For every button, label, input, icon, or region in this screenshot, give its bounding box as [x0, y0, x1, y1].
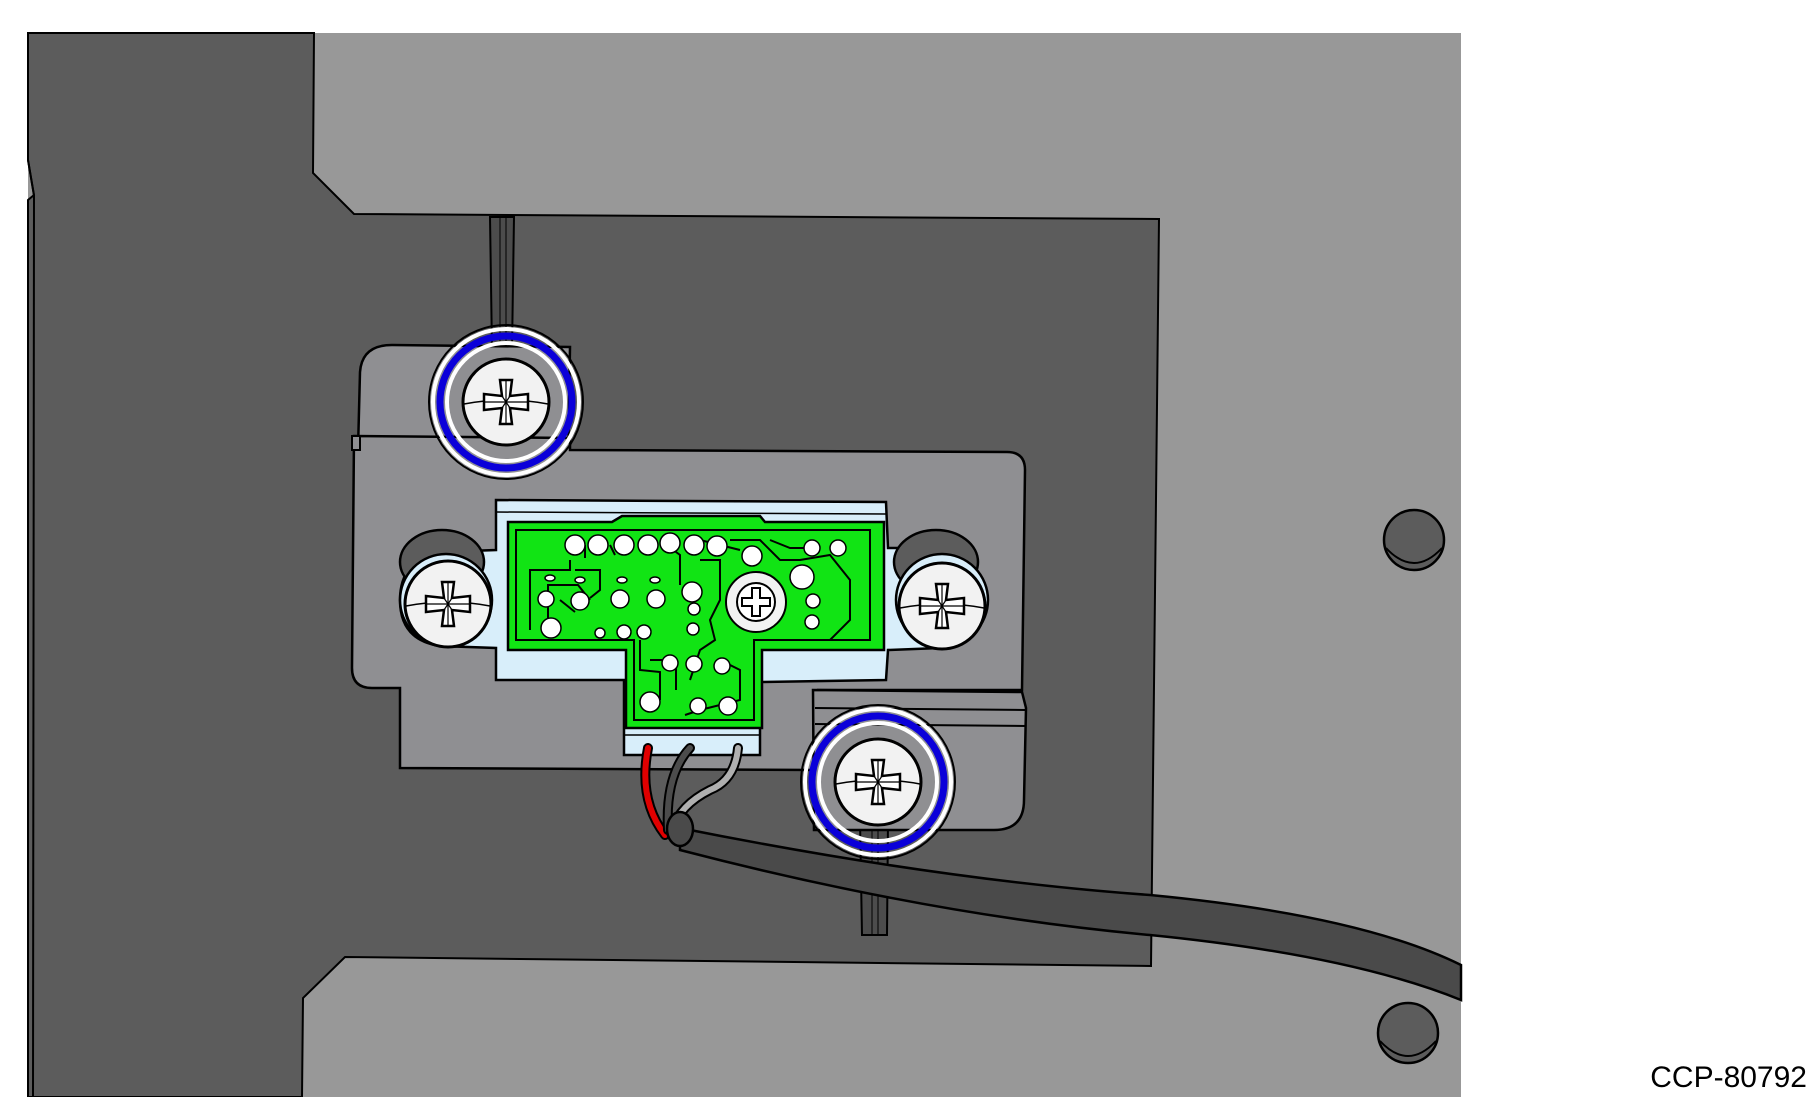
sensor-cable: [640, 743, 1463, 1002]
pcb-center-screw: [725, 571, 787, 633]
side-screw-left: [403, 559, 493, 649]
bottom-bracket-screw: [800, 704, 956, 860]
top-bracket-screw: [428, 324, 584, 480]
mount-hole-right-lower: [1376, 1001, 1440, 1065]
mount-hole-right-upper: [1382, 508, 1446, 572]
pcb-pads: [537, 532, 847, 716]
sensor-pcb: [506, 514, 886, 730]
part-code-label: CCP-80792: [1650, 1061, 1807, 1094]
side-screw-right: [897, 561, 987, 651]
